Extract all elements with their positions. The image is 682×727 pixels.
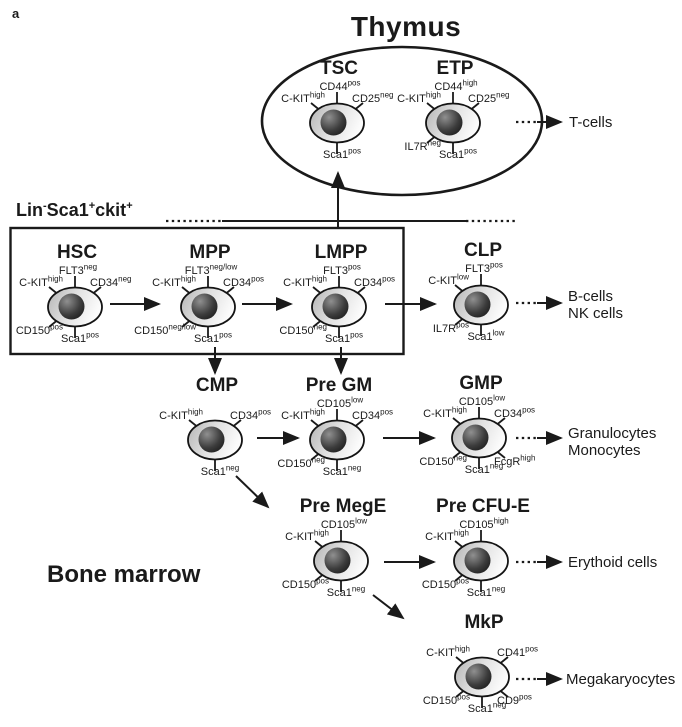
output-line: Monocytes — [568, 442, 641, 459]
output-granulocytes-monocytes: Granulocytes Monocytes — [568, 425, 656, 459]
cell-clp — [453, 274, 509, 336]
lsk-box — [9, 226, 405, 356]
arrow-premege-to-mkp — [372, 594, 405, 620]
cell-nucleus — [464, 291, 491, 318]
lsk-segment: Lin — [16, 200, 43, 220]
cells-layer — [47, 92, 510, 708]
output-megakaryocytes: Megakaryocytes — [566, 671, 675, 688]
output-line: B-cells — [568, 288, 614, 305]
lsk-segment: Sca1 — [46, 200, 89, 220]
cell-mpp — [180, 276, 236, 338]
bone-marrow-title: Bone marrow — [47, 561, 201, 588]
cell-pre_mege — [313, 530, 369, 592]
output-line: NK cells — [568, 305, 624, 322]
lsk-superscript: - — [43, 200, 47, 212]
lsk-segment: ckit — [95, 200, 127, 220]
cell-gmp — [451, 407, 507, 469]
cell-cmp — [187, 419, 243, 471]
output-erythroid-cells: Erythoid cells — [568, 554, 657, 571]
cell-mkp — [454, 656, 510, 708]
cell-nucleus — [324, 547, 351, 574]
cell-nucleus — [58, 293, 85, 320]
cell-hsc — [47, 276, 103, 338]
output-line: T-cells — [569, 114, 613, 131]
lsk-superscript: + — [88, 200, 96, 212]
cell-nucleus — [464, 547, 491, 574]
output-line: Megakaryocytes — [566, 671, 676, 688]
cell-lmpp — [311, 276, 367, 338]
cell-nucleus — [198, 426, 225, 453]
output-b-nk-cells: B-cells NK cells — [568, 288, 623, 322]
cell-nucleus — [465, 663, 492, 690]
lsk-compartment-label: Lin-Sca1+ckit+ — [16, 200, 133, 221]
cell-pre_gm — [309, 409, 365, 471]
cell-nucleus — [320, 109, 347, 136]
cell-nucleus — [191, 293, 218, 320]
lsk-superscript: + — [126, 200, 133, 212]
output-line: Granulocytes — [568, 425, 657, 442]
thymus-title: Thymus — [350, 11, 462, 42]
cell-etp — [425, 92, 481, 154]
cell-nucleus — [320, 426, 347, 453]
cell-nucleus — [462, 424, 489, 451]
cell-nucleus — [436, 109, 463, 136]
panel-label: a — [12, 6, 20, 21]
cell-tsc — [309, 92, 365, 154]
output-line: Erythoid cells — [568, 554, 658, 571]
cell-pre_cfue — [453, 530, 509, 592]
thymus-ellipse — [260, 45, 544, 197]
cell-nucleus — [322, 293, 349, 320]
output-t-cells: T-cells — [569, 114, 612, 131]
arrow-cmp-to-premege — [235, 475, 270, 509]
